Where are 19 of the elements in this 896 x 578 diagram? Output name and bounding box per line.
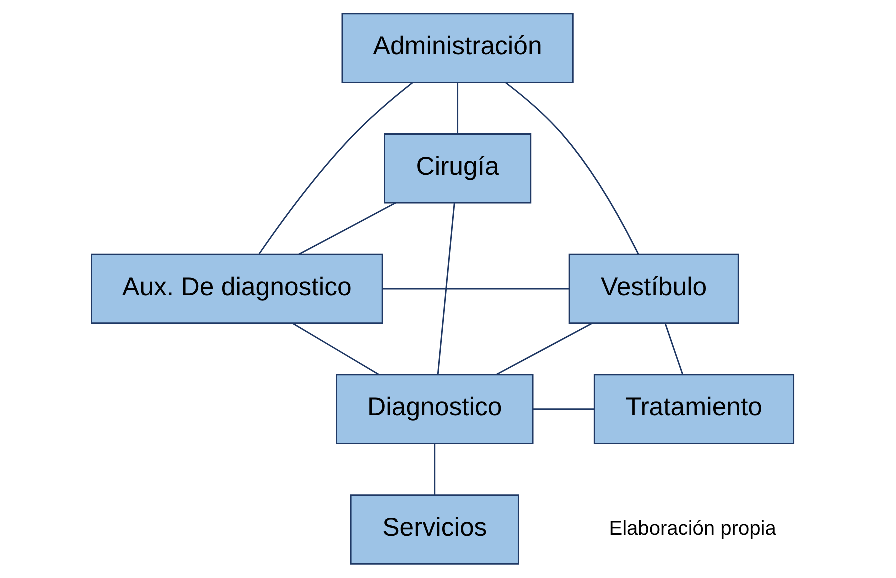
connector	[298, 202, 396, 256]
label: Elaboración propia	[608, 518, 776, 540]
node-box: Tratamiento	[593, 374, 794, 444]
connector	[664, 324, 684, 376]
connector	[382, 288, 569, 290]
node-box: Administración	[341, 13, 574, 84]
connector	[436, 203, 455, 375]
connector	[434, 444, 436, 496]
connector	[456, 83, 458, 134]
connector	[292, 322, 379, 376]
node-box: Diagnostico	[336, 374, 534, 444]
node-box: Cirugía	[384, 134, 532, 204]
connector	[496, 322, 592, 376]
connector	[532, 408, 594, 410]
node-box: Aux. De diagnostico	[90, 254, 383, 324]
node-box: Vestíbulo	[568, 254, 739, 324]
connector	[504, 82, 639, 255]
node-box: Servicios	[350, 494, 519, 565]
connector	[258, 82, 413, 255]
